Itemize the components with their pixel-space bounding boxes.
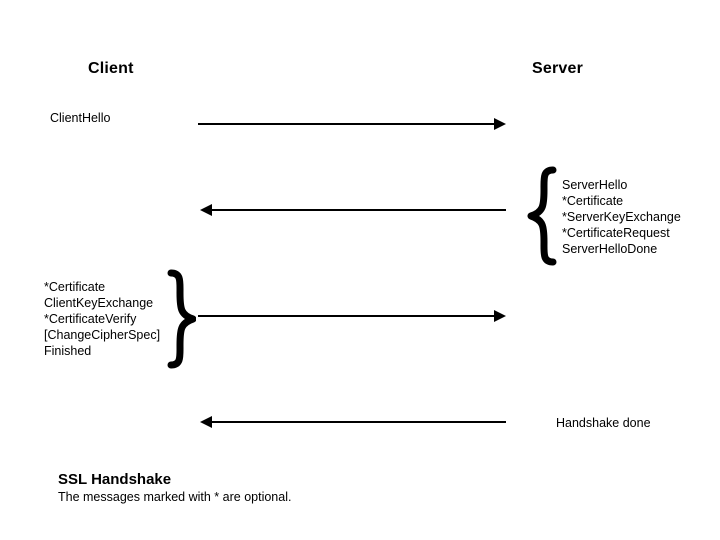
arrow-client-hello-right	[198, 118, 506, 130]
server-column-header: Server	[532, 60, 584, 77]
client-message-item: *Certificate	[44, 280, 106, 294]
arrow-client-key-exchange-right	[198, 310, 506, 322]
message-label-handshake-done: Handshake done	[556, 416, 651, 430]
server-message-item: ServerHelloDone	[562, 242, 658, 256]
client-message-item: [ChangeCipherSpec]	[44, 328, 161, 342]
server-message-item: ServerHello	[562, 178, 628, 192]
client-message-item: Finished	[44, 344, 92, 358]
server-message-item: *CertificateRequest	[562, 226, 670, 240]
client-message-item: ClientKeyExchange	[44, 296, 154, 310]
brace-server-messages	[527, 166, 557, 266]
caption-title: SSL Handshake	[58, 471, 172, 488]
message-label-client-hello: ClientHello	[50, 111, 111, 125]
arrow-handshake-done-left	[200, 416, 506, 428]
server-message-list: ServerHello *Certificate *ServerKeyExcha…	[562, 177, 681, 257]
server-message-item: *Certificate	[562, 194, 624, 208]
client-column-header: Client	[88, 60, 134, 77]
brace-client-messages	[167, 269, 196, 369]
arrow-server-hello-left	[200, 204, 506, 216]
client-message-list: *Certificate ClientKeyExchange *Certific…	[44, 279, 160, 359]
client-message-item: *CertificateVerify	[44, 312, 137, 326]
caption-subtitle: The messages marked with * are optional.	[58, 490, 292, 504]
diagram-caption: SSL Handshake The messages marked with *…	[58, 470, 291, 506]
server-message-item: *ServerKeyExchange	[562, 210, 681, 224]
